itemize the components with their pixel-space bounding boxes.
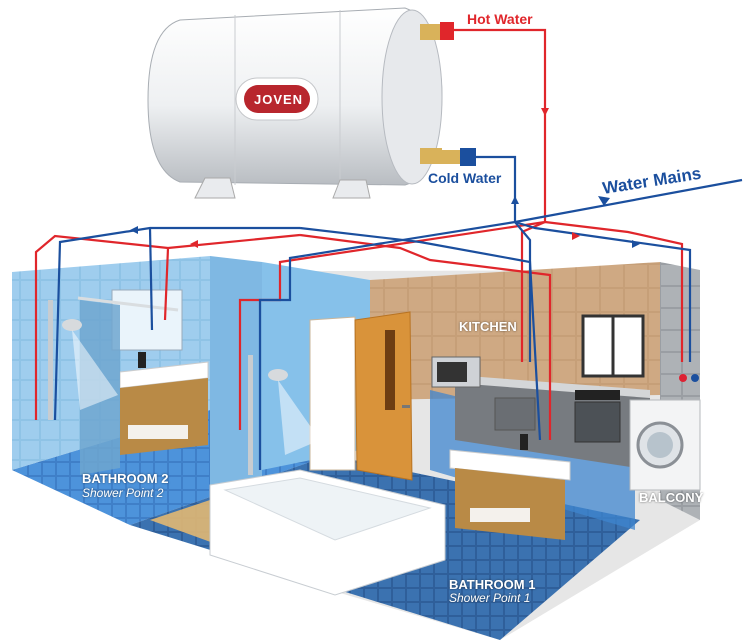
door-icon [309, 311, 413, 481]
basin-icon [449, 434, 571, 540]
kitchen-window [581, 314, 645, 378]
hot-outlet-fitting [420, 22, 454, 40]
bathroom1-label: BATHROOM 1 [449, 577, 536, 592]
shower-head-icon [48, 300, 118, 420]
washing-machine-icon [629, 399, 701, 491]
water-heater-icon [147, 7, 443, 199]
mirror [111, 289, 183, 351]
bathroom2-label: BATHROOM 2 [82, 471, 169, 486]
hot-water-pipes [34, 28, 684, 440]
microwave-icon [431, 356, 481, 388]
kitchen-counter [455, 375, 650, 470]
cold-outlet-point [691, 374, 699, 382]
shower-head-icon [248, 355, 320, 475]
bathroom1-sublabel: Shower Point 1 [449, 591, 531, 605]
stove-icon [575, 390, 620, 400]
kitchen-label: KITCHEN [459, 319, 517, 334]
cold-water-pipes [53, 155, 743, 470]
balcony-label: BALCONY [639, 490, 704, 505]
cold-inlet-fitting [420, 148, 476, 166]
heater-brand-logo: JOVEN [254, 92, 304, 107]
bathtub-icon [209, 469, 446, 596]
cold-water-label: Cold Water [428, 170, 502, 186]
basin-icon [119, 352, 209, 455]
flow-arrows [130, 108, 640, 248]
bathroom2-sublabel: Shower Point 2 [82, 486, 164, 500]
hot-water-label: Hot Water [467, 11, 533, 27]
hot-outlet-point [679, 374, 687, 382]
